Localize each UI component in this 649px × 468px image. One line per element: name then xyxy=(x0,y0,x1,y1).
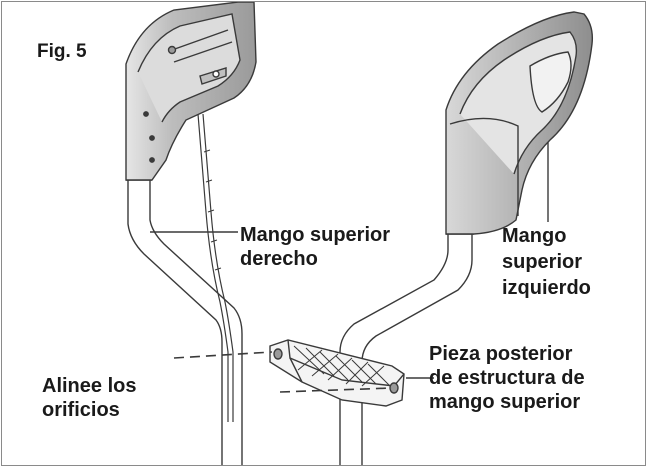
align-holes-label: Alinee los orificios xyxy=(42,374,136,422)
rear-piece-label-line-3: mango superior xyxy=(429,391,581,413)
left-upper-handle-label-line-2: superior xyxy=(502,251,583,273)
align-holes-label-line-2: orificios xyxy=(42,399,120,421)
left-upper-handle-label-line-3: izquierdo xyxy=(502,277,591,299)
right-upper-handle-label: Mango superior derecho xyxy=(240,223,390,271)
right-upper-handle xyxy=(125,2,257,465)
right-upper-handle-label-line-2: derecho xyxy=(240,248,318,270)
align-holes-label-line-1: Alinee los xyxy=(42,375,137,397)
leader-lines xyxy=(150,142,549,379)
alignment-lines xyxy=(173,351,393,393)
left-upper-handle-label: Mango superior izquierdo xyxy=(502,223,591,301)
rear-frame-piece xyxy=(269,339,405,407)
rear-piece-label-line-2: de estructura de xyxy=(429,367,585,389)
rear-piece-label-line-1: Pieza posterior xyxy=(429,343,573,365)
figure-label: Fig. 5 xyxy=(37,41,87,62)
left-upper-handle-label-line-1: Mango xyxy=(502,225,567,247)
right-upper-handle-label-line-1: Mango superior xyxy=(240,224,391,246)
left-upper-handle xyxy=(339,11,594,465)
rear-piece-label: Pieza posterior de estructura de mango s… xyxy=(429,342,585,414)
